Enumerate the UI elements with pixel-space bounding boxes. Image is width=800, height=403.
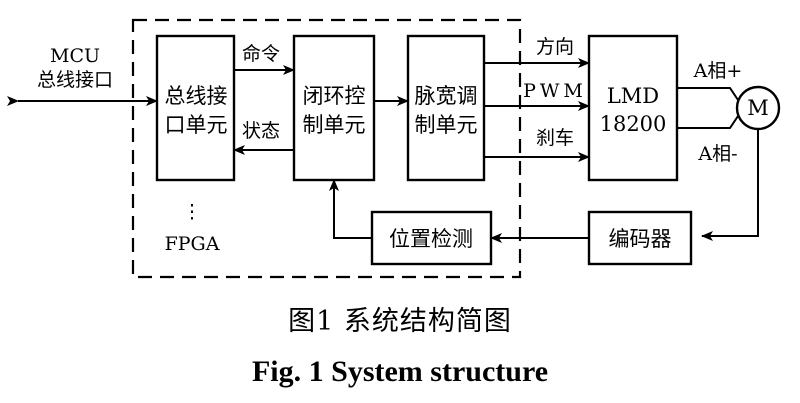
fpga-label: FPGA	[165, 233, 220, 255]
svg-text:18200: 18200	[600, 112, 667, 136]
encoder: 编码器	[587, 210, 693, 266]
pwm-label: PWM	[523, 80, 587, 102]
svg-text:口单元: 口单元	[165, 113, 228, 137]
svg-text:制单元: 制单元	[415, 113, 478, 137]
caption-english: Fig. 1 System structure	[252, 355, 548, 388]
motor-to-encoder-wire	[701, 129, 759, 241]
phase-a-plus-wire	[677, 87, 739, 101]
phase-a-plus-label: A相+	[693, 60, 743, 82]
caption-chinese: 图1 系统结构简图	[288, 306, 512, 337]
svg-text:位置检测: 位置检测	[389, 227, 473, 251]
svg-text:制单元: 制单元	[303, 113, 366, 137]
pwm-modulation-unit: 脉宽调 制单元	[406, 34, 486, 182]
feedback-arrow	[329, 179, 372, 239]
bus-interface-unit: 总线接 口单元	[155, 34, 236, 182]
closed-loop-control-unit: 闭环控 制单元	[292, 34, 376, 182]
svg-text:总线接: 总线接	[165, 84, 228, 108]
svg-text:LMD: LMD	[607, 84, 659, 108]
direction-label: 方向	[536, 36, 574, 58]
svg-text:脉宽调: 脉宽调	[415, 84, 478, 108]
fpga-dots: ⋮	[183, 201, 202, 223]
position-detection-unit: 位置检测	[370, 210, 493, 266]
brake-label: 刹车	[536, 127, 574, 149]
phase-a-minus-label: A相-	[697, 143, 737, 165]
mcu-label: MCU	[50, 45, 100, 67]
svg-text:M: M	[747, 96, 769, 120]
motor: M	[735, 85, 781, 131]
command-label: 命令	[242, 43, 280, 65]
svg-text:编码器: 编码器	[609, 227, 672, 251]
fpga-boundary	[131, 18, 522, 279]
phase-a-minus-wire	[677, 115, 739, 129]
lmd18200-driver: LMD 18200	[587, 34, 679, 182]
status-label: 状态	[242, 120, 280, 142]
bus-interface-label: 总线接口	[37, 69, 113, 91]
svg-text:闭环控: 闭环控	[303, 84, 366, 108]
